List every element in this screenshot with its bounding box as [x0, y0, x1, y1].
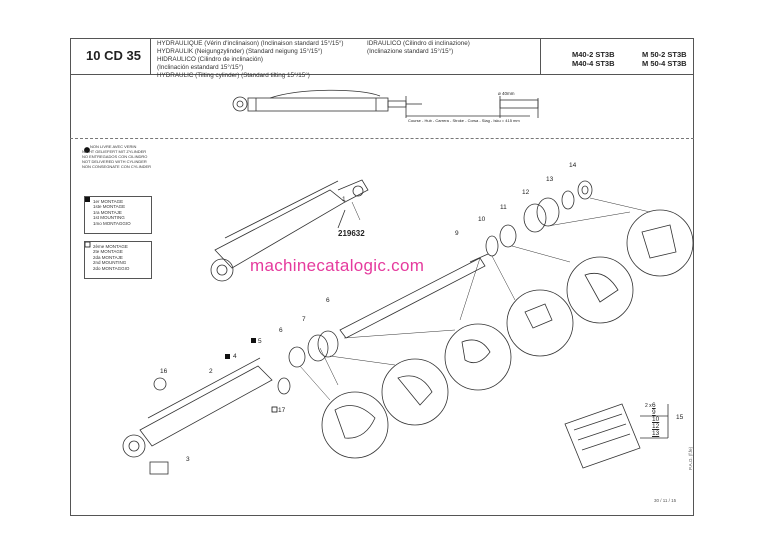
part-number: 219632: [338, 229, 365, 238]
callout-4: 4: [233, 353, 237, 360]
title-line: HYDRAULIK (Neigungzylinder) (Standard ne…: [157, 48, 323, 55]
callout-6b: 6: [326, 297, 330, 304]
first-mounting-marker: [251, 338, 256, 343]
callout-10: 10: [478, 216, 486, 223]
kit-item: 10: [652, 416, 660, 423]
callout-1: 1: [342, 196, 346, 203]
note-line: 2ème MONTAGE: [93, 244, 128, 249]
note-line: NON LIVRE AVEC VERIN: [90, 144, 137, 149]
callout-7: 7: [302, 316, 306, 323]
note-line: NICHT GELIEFERT MIT ZYLINDER: [82, 149, 147, 154]
pao-label: P.A.O. (f.fe): [688, 446, 693, 470]
page-frame: [70, 38, 694, 516]
page-code: 10 CD 35: [86, 48, 141, 63]
note-line: NON CONSEGNATE CON CYLINDER: [82, 164, 152, 169]
note-line: 1mo MONTAGGIO: [93, 220, 131, 226]
model-label: M40-2 ST3B: [572, 50, 615, 59]
callout-15: 15: [676, 414, 684, 421]
model-label: M 50-4 ST3B: [642, 59, 687, 68]
watermark-text: machinecatalogic.com: [250, 256, 425, 275]
not-delivered-note: NON LIVRE AVEC VERIN NICHT GELIEFERT MIT…: [82, 144, 152, 182]
assembled-cylinder-lower: [122, 357, 273, 475]
model-label: M40-4 ST3B: [572, 59, 615, 68]
second-mounting-marker: [271, 406, 278, 413]
model-list-left: M40-2 ST3B M40-4 ST3B: [572, 50, 615, 68]
detail-circles: [321, 209, 694, 459]
note-line: 1ste MONTAGE: [93, 204, 126, 210]
note-line: 1st MOUNTING: [93, 215, 125, 221]
note-line: 2nd MOUNTING: [93, 260, 127, 266]
second-mounting-marker: [84, 241, 91, 248]
kit-items: 6 9 10 12 13: [652, 402, 659, 437]
leader-lines: [299, 197, 651, 401]
kit-prefix: 2 x: [645, 403, 652, 409]
assembled-cylinder-upper: [210, 179, 369, 282]
callout-6: 6: [279, 327, 283, 334]
first-mounting-box: 1er MONTAGE 1ste MONTAGE 1ra MONTAJE 1st…: [84, 196, 152, 234]
callout-14: 14: [569, 162, 577, 169]
title-line: HYDRAULIQUE (Vérin d'inclinaison) (Incli…: [157, 40, 344, 47]
title-line: (Inclinación estandard 15°/15°): [157, 64, 244, 71]
callout-2: 2: [209, 368, 213, 375]
seal-kit-card: [564, 403, 669, 469]
kit-item: 9: [652, 409, 656, 416]
callout-16: 16: [160, 368, 168, 375]
overview-cylinder: [232, 89, 539, 118]
header-titles-left: HYDRAULIQUE (Vérin d'inclinaison) (Incli…: [157, 40, 343, 80]
title-line: IDRAULICO (Cilindro di inclinazione): [367, 40, 470, 47]
note-line: 2da MONTAJE: [93, 254, 123, 260]
note-line: 1er MONTAGE: [93, 199, 124, 204]
note-line: 1ra MONTAJE: [93, 209, 122, 215]
title-line: HIDRAULICO (Cilindro de inclinación): [157, 56, 264, 63]
note-line: NO ENTREGADOS CON CILINDRO: [82, 154, 148, 159]
title-line: HYDRAULIC (Tilting cylinder) (Standard t…: [157, 72, 310, 79]
note-line: NOT DELIVERED WITH CYLINDER: [82, 159, 147, 164]
callout-3: 3: [186, 456, 190, 463]
header-titles-right: IDRAULICO (Cilindro di inclinazione) (In…: [367, 40, 470, 56]
header-divider-right: [540, 38, 541, 74]
stroke-label: Course - Hub - Carrera - Stroke - Corsa …: [408, 118, 520, 123]
second-mounting-box: 2ème MONTAGE 2te MONTAGE 2da MONTAJE 2nd…: [84, 241, 152, 279]
callout-17: 17: [278, 407, 286, 414]
header-divider: [70, 74, 694, 75]
header-divider-left: [150, 38, 151, 74]
model-label: M 50-2 ST3B: [642, 50, 687, 59]
callout-13: 13: [546, 176, 554, 183]
title-line: (Inclinazione standard 15°/15°): [367, 48, 454, 55]
callout-9: 9: [455, 230, 459, 237]
first-mounting-marker: [225, 354, 230, 359]
callout-11: 11: [500, 204, 507, 211]
seal-components: [277, 180, 593, 395]
kit-item: 12: [652, 423, 660, 430]
note-line: 2te MONTAGE: [93, 249, 123, 255]
issue-date: 30 / 11 / 15: [654, 498, 677, 503]
callout-5: 5: [258, 338, 262, 345]
note-line: 2do MONTAGGIO: [93, 265, 130, 271]
kit-item: 13: [652, 430, 660, 437]
diameter-label: ø 40mm: [498, 91, 515, 96]
model-list-right: M 50-2 ST3B M 50-4 ST3B: [642, 50, 687, 68]
kit-item: 6: [652, 402, 656, 409]
callout-12: 12: [522, 189, 530, 196]
not-delivered-marker: [84, 147, 90, 153]
first-mounting-marker: [85, 197, 90, 202]
piston-rod: [339, 253, 489, 339]
section-divider: [70, 138, 694, 139]
